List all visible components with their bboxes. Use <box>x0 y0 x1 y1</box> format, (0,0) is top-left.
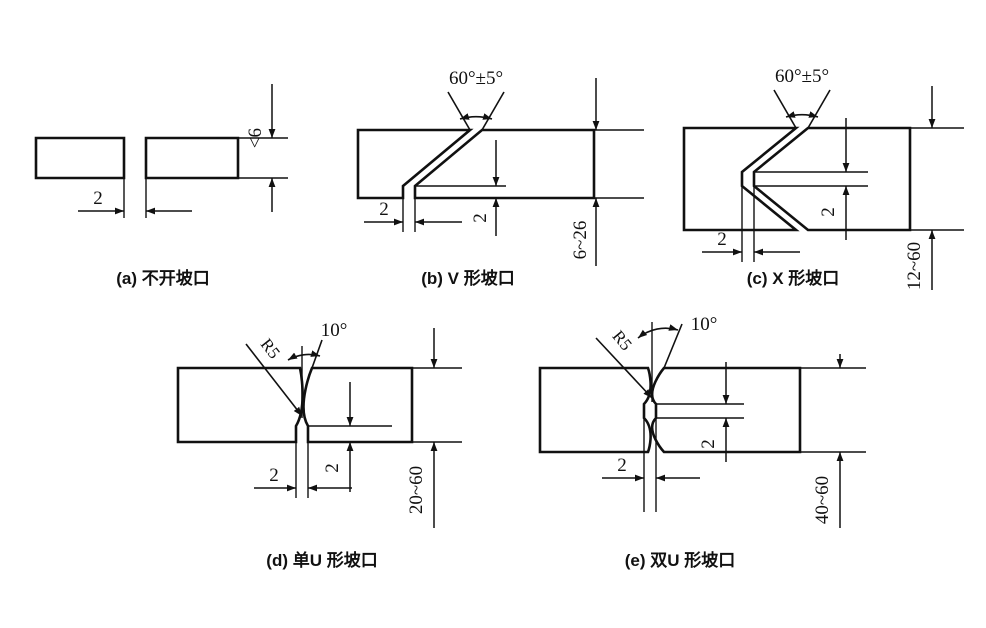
panel-a-root-gap-label: 2 <box>93 188 103 209</box>
panel-d-single-u-groove: R5 10° 2 2 20~60 (d) 单U 形坡口 <box>176 320 462 570</box>
panel-e-angle-label: 10° <box>691 314 718 335</box>
panel-b-angle-arc <box>459 113 493 120</box>
panel-b-bevel-ext-left <box>447 91 471 131</box>
panel-a-thickness-label: <6 <box>245 128 266 148</box>
panel-b-root-face-label: 2 <box>470 213 491 223</box>
panel-d-radius-leader <box>245 343 303 417</box>
panel-b-thickness-label: 6~26 <box>570 221 591 260</box>
panel-d-thickness-label: 20~60 <box>406 466 427 514</box>
panel-e-bevel-ext-right <box>663 323 683 369</box>
panel-d-angle-label: 10° <box>321 320 348 341</box>
panel-a-square-butt: 2 <6 (a) 不开坡口 <box>34 84 288 288</box>
panel-b-single-v-groove: 60°±5° 2 2 6~26 (b) V 形坡口 <box>356 68 644 288</box>
panel-c-double-v-groove: 60°±5° 2 2 12~60 (c) X 形坡口 <box>682 66 964 290</box>
panel-d-root-gap-label: 2 <box>269 465 279 486</box>
panel-e-thickness-label: 40~60 <box>812 476 833 524</box>
panel-c-root-face-label: 2 <box>818 207 839 217</box>
panel-e-double-u-groove: R5 10° 2 2 40~60 (e) 双U 形坡口 <box>538 314 866 570</box>
panel-c-thickness-label: 12~60 <box>904 242 925 290</box>
panel-e-radius-leader <box>595 337 653 399</box>
panel-c-bevel-ext-right <box>807 89 831 129</box>
panel-b-caption: (b) V 形坡口 <box>421 268 515 288</box>
panel-d-angle-arc <box>287 350 321 361</box>
panel-c-bevel-ext-left <box>773 89 797 129</box>
panel-e-caption: (e) 双U 形坡口 <box>625 550 736 570</box>
panel-b-angle-label: 60°±5° <box>449 68 503 89</box>
panel-b-bevel-ext-right <box>481 91 505 131</box>
panel-e-angle-arc <box>637 324 679 339</box>
panel-c-caption: (c) X 形坡口 <box>747 268 840 288</box>
panel-d-root-face-label: 2 <box>322 463 343 473</box>
panel-c-angle-label: 60°±5° <box>775 66 829 87</box>
panel-e-root-face-label: 2 <box>698 439 719 449</box>
panel-e-root-gap-label: 2 <box>617 455 627 476</box>
panel-c-root-gap-label: 2 <box>717 229 727 250</box>
panel-b-root-gap-label: 2 <box>379 199 389 220</box>
panel-a-caption: (a) 不开坡口 <box>116 268 210 288</box>
panel-c-angle-arc <box>785 111 819 118</box>
panel-d-right-plate <box>302 366 414 444</box>
panel-d-caption: (d) 单U 形坡口 <box>266 550 377 570</box>
